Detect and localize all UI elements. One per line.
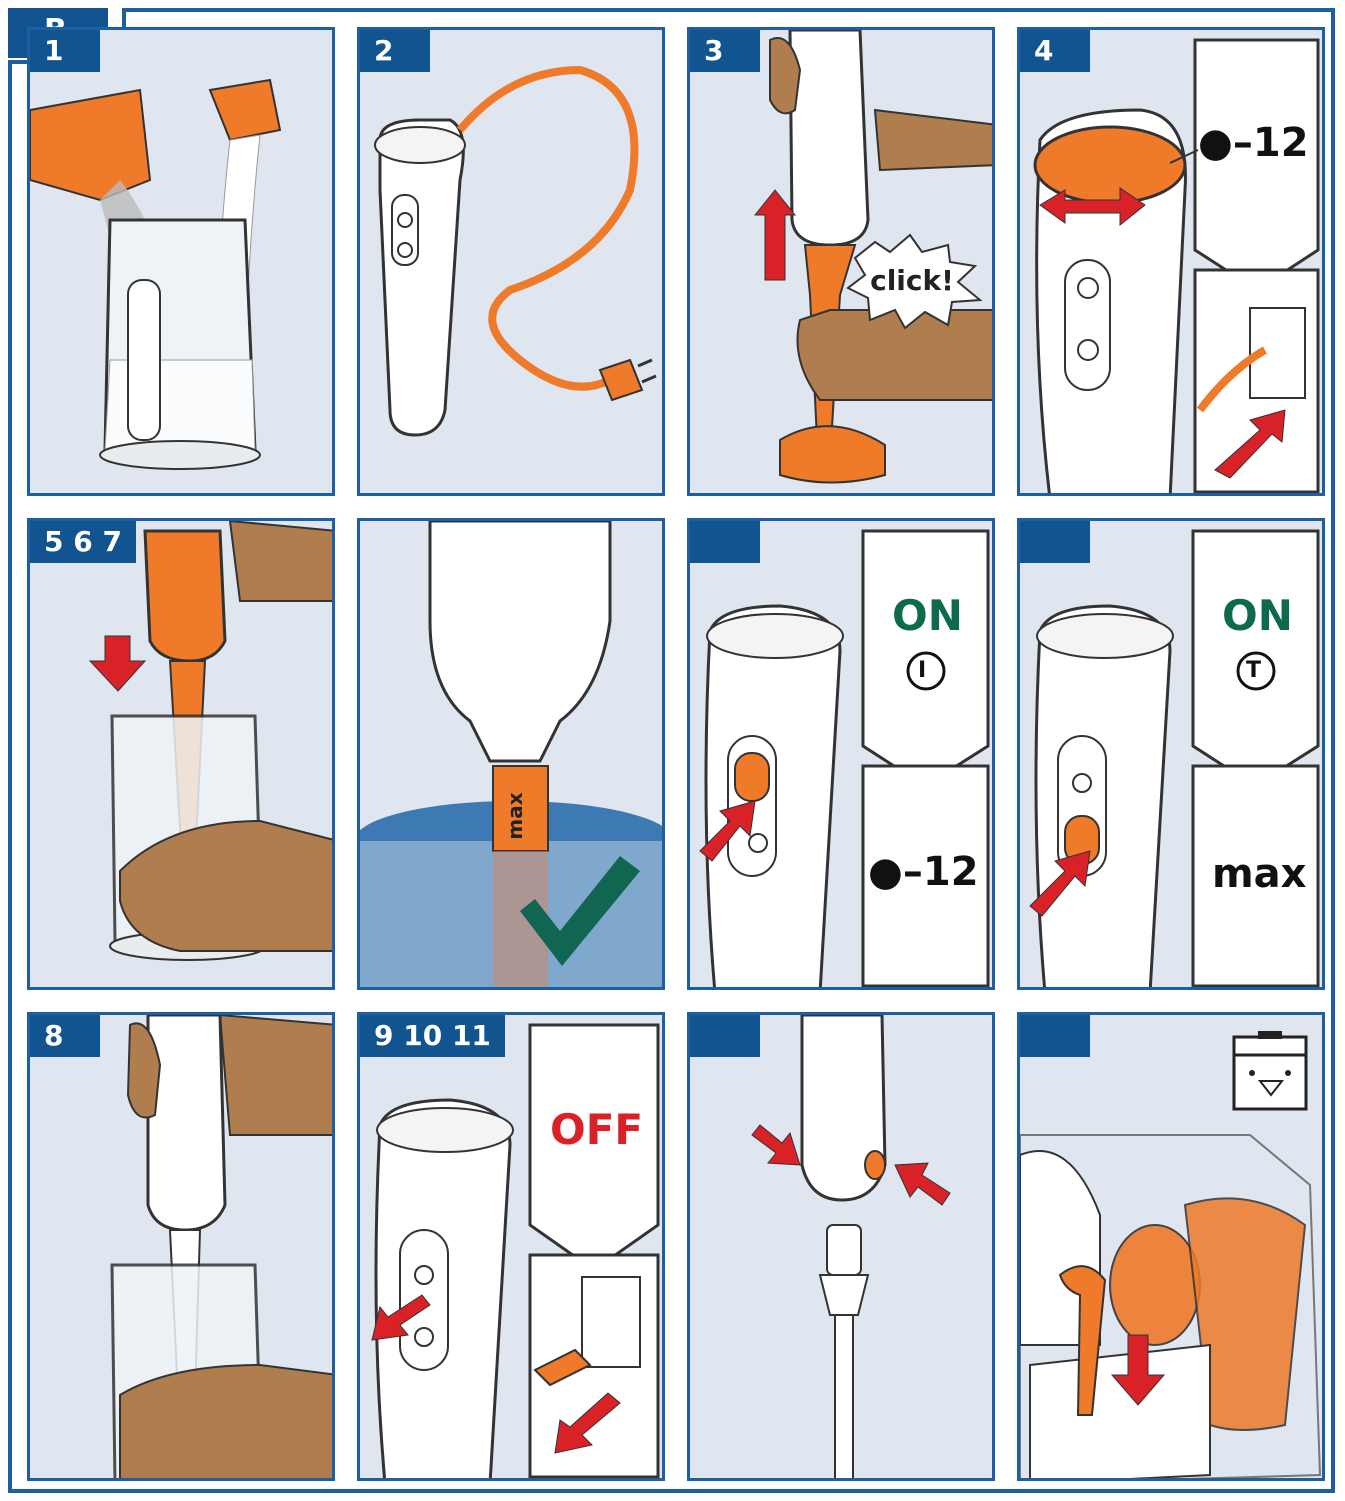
switch-on-turbo-panel: ON T max xyxy=(1017,518,1325,990)
switch-on-normal-speed-value: ●–12 xyxy=(868,849,979,895)
detach-shaft-number xyxy=(690,1015,760,1057)
press-turbo-button-illustration xyxy=(1029,529,1320,987)
switch-on-turbo-status: ON xyxy=(1222,591,1293,640)
dishwasher-number xyxy=(1020,1015,1090,1057)
dishwasher-icon xyxy=(1232,1031,1308,1111)
switch-on-turbo-symbol: T xyxy=(1246,658,1262,683)
set-speed-and-plug-in-illustration xyxy=(1033,38,1320,493)
detach-blender-shaft-illustration xyxy=(751,1015,951,1478)
detach-shaft-panel xyxy=(687,1012,995,1481)
step-4-panel: 4 ●–12 xyxy=(1017,27,1325,496)
switch-on-normal-status: ON xyxy=(892,591,963,640)
pouring-ingredients-illustration xyxy=(30,78,282,470)
step-1-panel: 1 xyxy=(27,27,335,496)
max-immersion-depth-illustration: max xyxy=(360,521,662,987)
step-5-6-7-panel: 5 6 7 xyxy=(27,518,335,990)
switch-on-normal-panel: ON I ●–12 xyxy=(687,518,995,990)
switch-on-turbo-number xyxy=(1020,521,1090,563)
step-9-10-11-number: 9 10 11 xyxy=(360,1015,505,1057)
motor-unit-with-cord-illustration xyxy=(374,65,657,437)
step-3-panel: 3 click! xyxy=(687,27,995,496)
dishwasher-panel xyxy=(1017,1012,1325,1481)
switch-on-turbo-speed-value: max xyxy=(1212,851,1307,897)
step-8-panel: 8 xyxy=(27,1012,335,1481)
step-4-number: 4 xyxy=(1020,30,1090,72)
max-marker-label: max xyxy=(503,792,527,839)
dishwasher-safe-parts-illustration xyxy=(1020,1031,1322,1478)
remove-blender-from-beaker-illustration xyxy=(110,1015,332,1478)
click-callout: click! xyxy=(870,264,954,297)
press-on-button-illustration xyxy=(699,529,990,987)
attach-blender-shaft-illustration: click! xyxy=(753,30,992,484)
step-2-panel: 2 xyxy=(357,27,665,496)
step-8-number: 8 xyxy=(30,1015,100,1057)
step-1-number: 1 xyxy=(30,30,100,72)
step-5-6-7-number: 5 6 7 xyxy=(30,521,136,563)
switch-off-and-unplug-illustration xyxy=(371,1023,660,1478)
immerse-blender-in-beaker-illustration xyxy=(88,521,332,961)
step-4-speed-value: ●–12 xyxy=(1198,120,1309,166)
step-9-10-11-panel: 9 10 11 OFF xyxy=(357,1012,665,1481)
step-9-10-11-status: OFF xyxy=(550,1105,644,1154)
switch-on-normal-symbol: I xyxy=(918,658,927,683)
step-2-number: 2 xyxy=(360,30,430,72)
switch-on-normal-number xyxy=(690,521,760,563)
max-immersion-panel: max xyxy=(357,518,665,990)
step-3-number: 3 xyxy=(690,30,760,72)
